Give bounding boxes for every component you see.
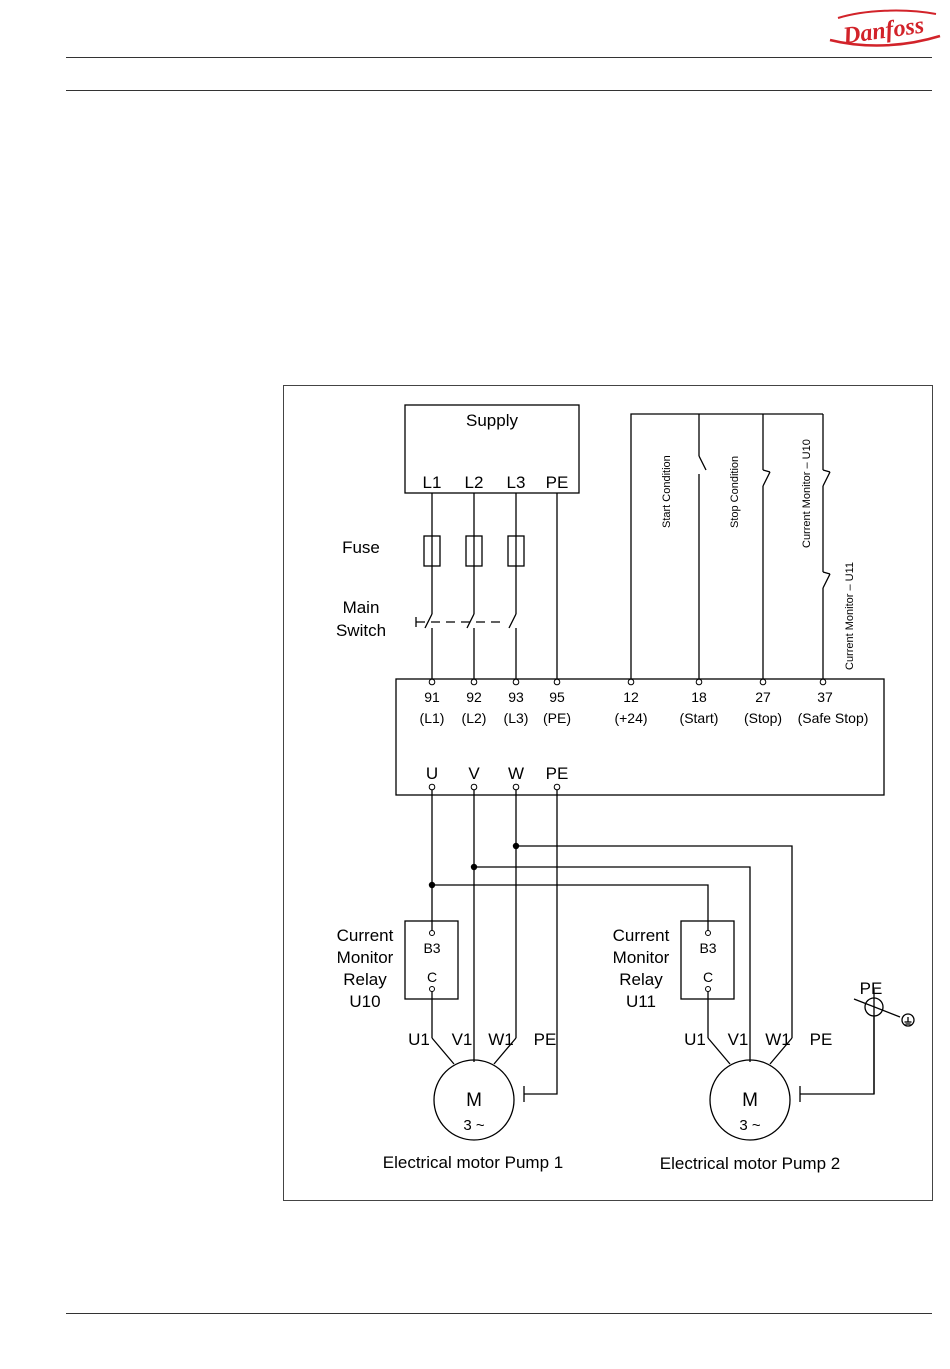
drive-output-v: V (468, 764, 480, 783)
relay-u11-label-4: U11 (626, 992, 656, 1011)
terminal-37-name: (Safe Stop) (798, 710, 869, 726)
terminal-93-number: 93 (508, 689, 524, 705)
terminal-27-name: (Stop) (744, 710, 782, 726)
motor2-circle (709, 1059, 791, 1141)
motor1-pin-pe: PE (534, 1030, 557, 1049)
schematic-frame: Supply L1 L2 L3 PE Fuse Main Switch (283, 385, 933, 1201)
motor1-symbol: M (466, 1090, 482, 1111)
terminal-91-name: (L1) (420, 710, 445, 726)
header-rule-bottom (66, 90, 932, 91)
motor2-pin-w1: W1 (765, 1030, 791, 1049)
supply-box (404, 404, 580, 494)
motor1-circle (433, 1059, 515, 1141)
drive-output-u: U (426, 764, 438, 783)
motor1-phase: 3 ~ (463, 1117, 485, 1134)
supply-title: Supply (466, 411, 518, 430)
drive-terminal-circles (428, 678, 827, 686)
junction-dots (428, 842, 520, 889)
motor1-caption: Electrical motor Pump 1 (383, 1153, 563, 1172)
motor2-phase: 3 ~ (739, 1117, 761, 1134)
motor-wiring (431, 790, 875, 1102)
relay-u10-terminal-c (429, 986, 435, 992)
terminal-37-number: 37 (817, 689, 833, 705)
signal-stop-condition: Stop Condition (729, 456, 741, 528)
relay-u10-label-2: Monitor (337, 948, 394, 967)
main-switch-symbol (415, 613, 517, 629)
supply-pin-pe: PE (546, 473, 569, 492)
motor2-pin-v1: V1 (728, 1030, 749, 1049)
relay-u11-label-2: Monitor (613, 948, 670, 967)
motor1-pin-u1: U1 (408, 1030, 430, 1049)
drive-output-pe: PE (546, 764, 569, 783)
terminal-27-number: 27 (755, 689, 771, 705)
relay-u11-terminal-c (705, 986, 711, 992)
earth-icon (853, 997, 915, 1027)
relay-u10-label-3: Relay (343, 970, 387, 989)
terminal-12-name: (+24) (614, 710, 647, 726)
main-switch-label-line1: Main (343, 598, 380, 617)
relay-u10-pin-c: C (427, 969, 437, 985)
drive-output-w: W (508, 764, 524, 783)
relay-u10-label-4: U10 (349, 992, 380, 1011)
terminal-12-number: 12 (623, 689, 639, 705)
relay-u10-terminal-b3 (429, 930, 435, 936)
terminal-95-number: 95 (549, 689, 565, 705)
supply-pin-l1: L1 (423, 473, 442, 492)
signal-start-condition: Start Condition (661, 455, 673, 528)
danfoss-logo: Danfoss (829, 9, 941, 50)
relay-u10-label-1: Current (337, 926, 394, 945)
motor2-pin-u1: U1 (684, 1030, 706, 1049)
motor2-caption: Electrical motor Pump 2 (660, 1154, 840, 1173)
terminal-18-number: 18 (691, 689, 707, 705)
terminal-91-number: 91 (424, 689, 440, 705)
terminal-92-number: 92 (466, 689, 482, 705)
relay-u11-label-3: Relay (619, 970, 663, 989)
relay-u11-pin-c: C (703, 969, 713, 985)
motor1-pin-v1: V1 (452, 1030, 473, 1049)
motor2-symbol: M (742, 1090, 758, 1111)
relay-u11-terminal-b3 (705, 930, 711, 936)
fuse-label: Fuse (342, 538, 380, 557)
control-wiring (630, 413, 831, 679)
wiring-schematic: Supply L1 L2 L3 PE Fuse Main Switch (336, 404, 915, 1173)
drive-output-circles (428, 783, 561, 791)
motor2-pin-pe: PE (810, 1030, 833, 1049)
relay-u11-pin-b3: B3 (699, 940, 716, 956)
supply-pin-l3: L3 (507, 473, 526, 492)
fuse-symbols (423, 535, 525, 567)
supply-pin-l2: L2 (465, 473, 484, 492)
svg-text:Danfoss: Danfoss (840, 12, 925, 49)
footer-rule (66, 1313, 932, 1314)
motor1-pin-w1: W1 (488, 1030, 514, 1049)
header-rule-top (66, 57, 932, 58)
relay-u10-pin-b3: B3 (423, 940, 440, 956)
terminal-92-name: (L2) (462, 710, 487, 726)
relay-u11-box (680, 920, 735, 1000)
relay-u11-label-1: Current (613, 926, 670, 945)
terminal-95-name: (PE) (543, 710, 571, 726)
supply-wires (431, 493, 558, 679)
main-switch-label-line2: Switch (336, 621, 386, 640)
drive-box (395, 678, 885, 796)
relay-u10-box (404, 920, 459, 1000)
terminal-93-name: (L3) (504, 710, 529, 726)
signal-current-monitor-u10: Current Monitor – U10 (801, 439, 813, 548)
terminal-18-name: (Start) (680, 710, 719, 726)
signal-current-monitor-u11: Current Monitor – U11 (844, 562, 856, 670)
earth-label: PE (860, 979, 883, 998)
